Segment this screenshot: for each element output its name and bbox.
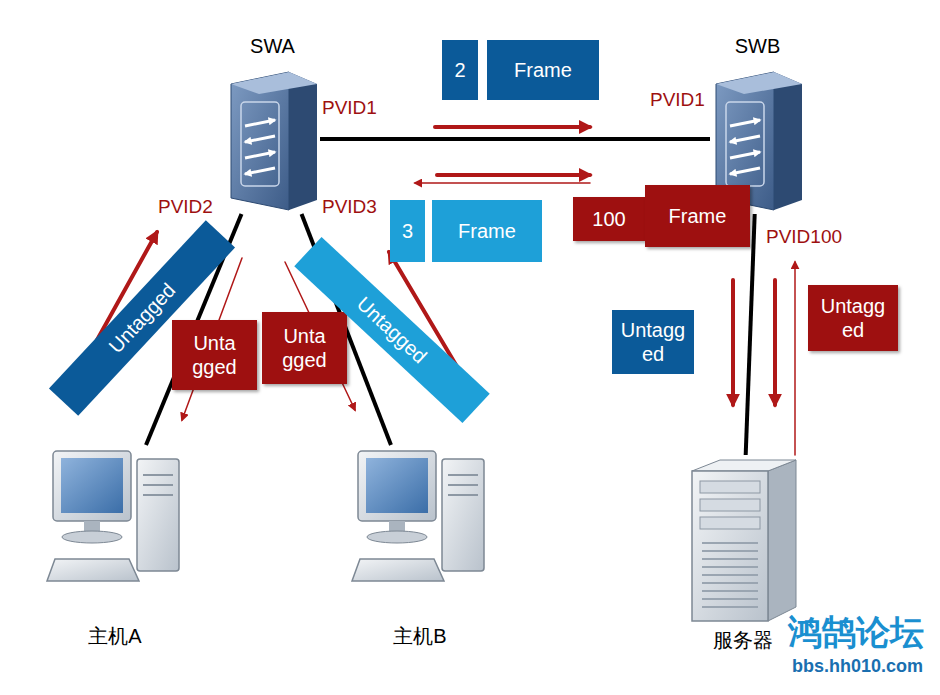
server-node: 服务器 — [680, 455, 805, 654]
icon-part — [415, 182, 590, 184]
frame-box: Unta gged — [262, 312, 347, 384]
port-pvid-label: PVID2 — [158, 196, 213, 218]
watermark-text: bbs.hh010.com — [792, 656, 923, 677]
node-text: 2 — [454, 58, 465, 82]
icon-part — [245, 136, 275, 142]
node-text: Frame — [514, 58, 572, 82]
icon-part — [700, 481, 760, 493]
switch-node: SWA — [225, 35, 320, 214]
icon-part — [773, 280, 777, 405]
port-pvid-label: PVID1 — [322, 97, 377, 119]
icon-part — [227, 64, 319, 214]
pc-node: 主机B — [350, 445, 490, 650]
icon-part — [702, 542, 758, 544]
node-text: 3 — [402, 219, 413, 243]
node-text: 主机B — [393, 623, 446, 650]
icon-part — [702, 558, 758, 560]
icon-part — [730, 120, 760, 126]
icon-part — [442, 459, 484, 571]
icon-part — [680, 455, 805, 625]
icon-part — [731, 280, 735, 405]
icon-part — [794, 262, 796, 455]
node-text: Untagg ed — [616, 318, 690, 366]
icon-part — [700, 499, 760, 511]
icon-part — [437, 173, 590, 177]
link-line — [746, 214, 755, 455]
node-text: Frame — [669, 204, 727, 228]
node-text: SWB — [735, 35, 781, 58]
node-text: Unta gged — [176, 331, 253, 379]
icon-part — [730, 152, 760, 158]
icon-part — [700, 517, 760, 529]
icon-part — [448, 494, 478, 496]
icon-part — [774, 72, 802, 210]
icon-part — [61, 458, 123, 513]
icon-part — [702, 606, 758, 608]
icon-part — [47, 559, 139, 581]
node-text: 主机A — [88, 623, 141, 650]
icon-part — [726, 102, 764, 186]
node-text: Frame — [458, 219, 516, 243]
icon-part — [702, 550, 758, 552]
frame-box: 2 — [442, 40, 478, 100]
icon-part — [245, 120, 275, 126]
icon-part — [231, 72, 317, 94]
node-text: Untagged — [104, 278, 180, 357]
icon-part — [730, 136, 760, 142]
icon-part — [62, 531, 122, 543]
icon-part — [241, 102, 279, 186]
port-pvid-label: PVID3 — [322, 196, 377, 218]
frame-box: Frame — [487, 40, 599, 100]
icon-part — [53, 451, 131, 521]
icon-part — [768, 460, 796, 621]
flow-arrows — [92, 127, 795, 455]
icon-part — [702, 543, 758, 607]
node-text: Untagg ed — [812, 294, 894, 342]
icon-part — [143, 494, 173, 496]
node-text: Unta gged — [266, 324, 343, 372]
pc-node: 主机A — [45, 445, 185, 650]
icon-part — [716, 72, 802, 94]
watermark-text: 鸿鹄论坛 — [788, 610, 924, 656]
icon-part — [245, 152, 275, 158]
icon-part — [702, 598, 758, 600]
icon-part — [45, 445, 185, 595]
node-text: Untagged — [352, 292, 431, 368]
icon-part — [435, 125, 590, 129]
port-pvid-label: PVID1 — [650, 89, 705, 111]
link-line — [320, 137, 710, 141]
icon-part — [692, 471, 768, 621]
icon-part — [245, 168, 275, 174]
icon-part — [702, 582, 758, 584]
icon-part — [702, 574, 758, 576]
icon-part — [143, 474, 173, 476]
icon-part — [702, 590, 758, 592]
icon-part — [367, 531, 427, 543]
frame-box: Untagg ed — [808, 285, 898, 351]
icon-part — [448, 474, 478, 476]
icon-part — [289, 72, 317, 210]
icon-part — [137, 459, 179, 571]
icon-part — [730, 168, 760, 174]
icon-part — [692, 460, 796, 471]
icon-part — [352, 559, 444, 581]
icon-part — [702, 566, 758, 568]
frame-box: Frame — [645, 185, 750, 247]
node-text: 100 — [592, 207, 625, 231]
icon-part — [358, 451, 436, 521]
frame-box: Unta gged — [172, 320, 257, 390]
node-text: SWA — [250, 35, 295, 58]
icon-part — [366, 458, 428, 513]
icon-part — [143, 484, 173, 486]
icon-part — [448, 484, 478, 486]
frame-box: Frame — [432, 200, 542, 262]
frame-box: 3 — [390, 200, 425, 262]
frame-box: 100 — [573, 197, 645, 241]
frame-box: Untagg ed — [612, 310, 694, 374]
icon-part — [350, 445, 490, 595]
port-pvid-label: PVID100 — [766, 226, 842, 248]
node-text: 服务器 — [713, 627, 773, 654]
